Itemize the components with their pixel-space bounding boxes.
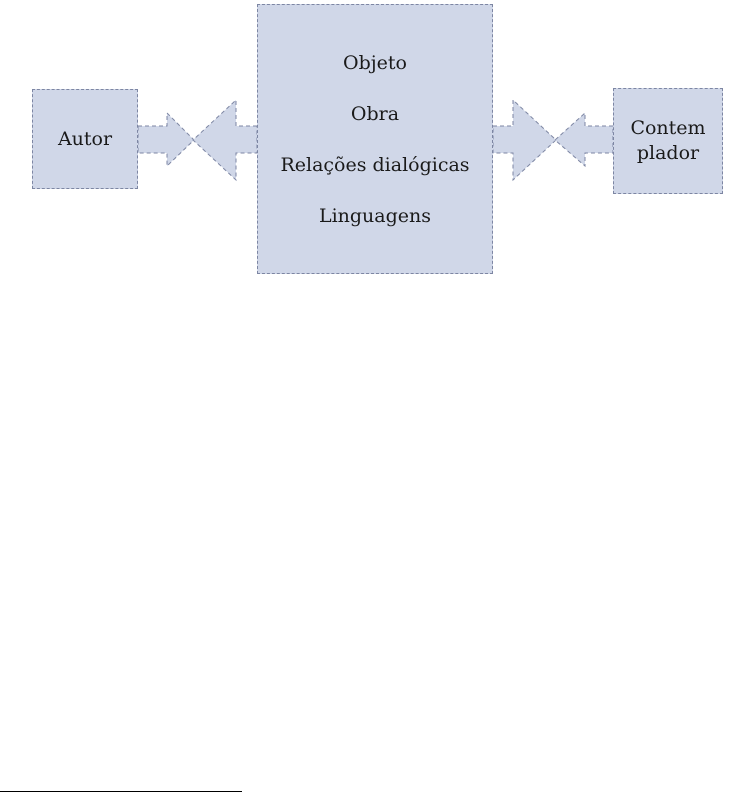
arrow-center-to-contemplador <box>493 100 556 180</box>
arrow-contemplador-to-center <box>555 113 613 166</box>
contemplador-label-line1: Contem <box>630 116 705 141</box>
contemplador-box: Contem plador <box>613 88 723 194</box>
center-item-objeto: Objeto <box>343 51 407 102</box>
footnote-separator <box>0 791 242 792</box>
contemplador-label-line2: plador <box>637 141 699 166</box>
center-item-obra: Obra <box>351 102 399 153</box>
arrow-center-to-autor <box>193 100 257 180</box>
center-item-relacoes-dialogicas: Relações dialógicas <box>280 153 469 204</box>
arrow-autor-to-center <box>138 113 194 166</box>
center-item-linguagens: Linguagens <box>319 204 431 255</box>
center-box: Objeto Obra Relações dialógicas Linguage… <box>257 4 493 274</box>
autor-box: Autor <box>32 89 138 189</box>
autor-label: Autor <box>58 127 112 152</box>
